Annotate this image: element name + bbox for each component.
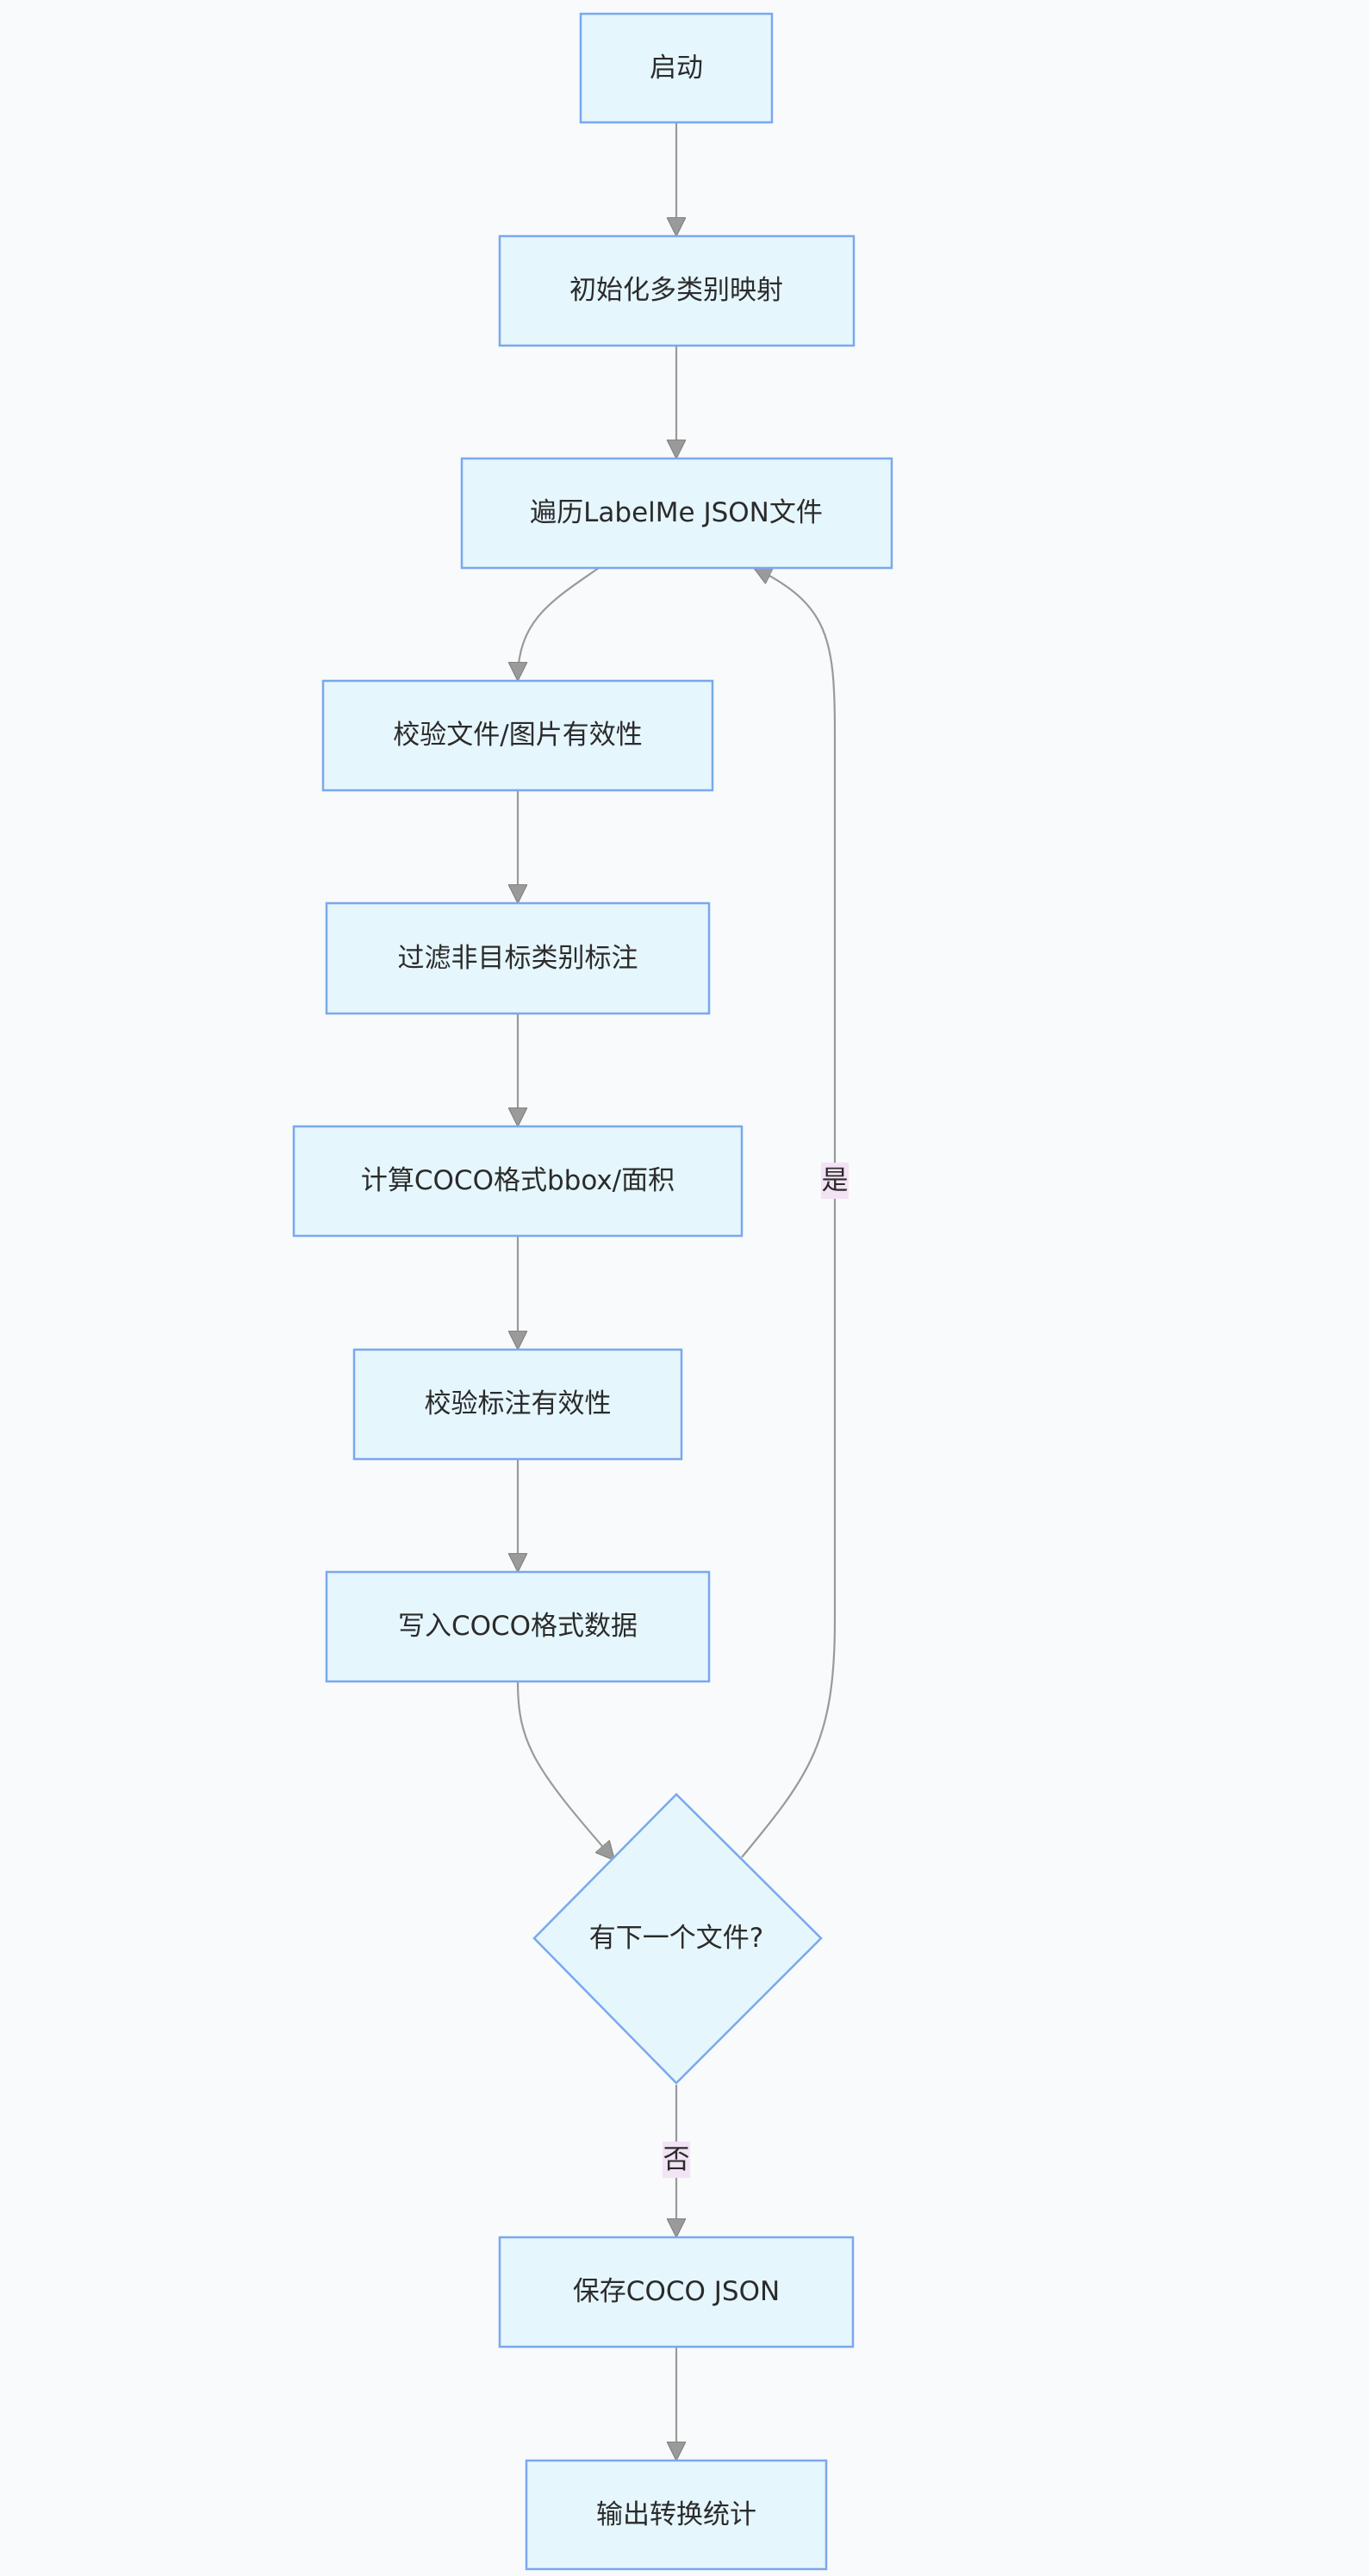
node-next-file-decision-label: 有下一个文件? (589, 1923, 763, 1954)
node-compute-bbox-area: 计算COCO格式bbox/面积 (292, 1125, 744, 1238)
node-init-mapping-label: 初始化多类别映射 (569, 275, 783, 306)
edge-label-yes-text: 是 (822, 1165, 849, 1196)
node-compute-bbox-area-label: 计算COCO格式bbox/面积 (361, 1165, 675, 1196)
node-iterate-files: 遍历LabelMe JSON文件 (460, 457, 893, 570)
node-output-stats-label: 输出转换统计 (596, 2499, 756, 2530)
node-write-coco: 写入COCO格式数据 (325, 1570, 711, 1683)
edge-label-no: 否 (663, 2142, 690, 2178)
node-next-file-decision: 有下一个文件? (532, 1793, 823, 2085)
node-write-coco-label: 写入COCO格式数据 (398, 1611, 638, 1642)
node-validate-file-image-label: 校验文件/图片有效性 (393, 720, 642, 751)
edge-label-yes: 是 (821, 1163, 849, 1199)
edge-write-to-decision (516, 1681, 613, 1859)
node-validate-annotation-label: 校验标注有效性 (425, 1388, 612, 1419)
node-init-mapping: 初始化多类别映射 (498, 234, 856, 347)
node-save-coco-json-label: 保存COCO JSON (573, 2276, 780, 2307)
node-save-coco-json: 保存COCO JSON (498, 2236, 855, 2348)
edges (516, 122, 837, 2459)
edge-iterate-to-validate-file (518, 567, 600, 679)
node-iterate-files-label: 遍历LabelMe JSON文件 (530, 497, 823, 528)
node-validate-file-image: 校验文件/图片有效性 (321, 679, 714, 792)
node-filter-labels-label: 过滤非目标类别标注 (398, 943, 638, 974)
edge-decision-yes-loop (741, 568, 837, 1858)
edge-label-no-text: 否 (663, 2144, 690, 2175)
node-filter-labels: 过滤非目标类别标注 (325, 901, 711, 1015)
node-start: 启动 (579, 12, 774, 124)
node-output-stats: 输出转换统计 (525, 2459, 828, 2571)
node-start-label: 启动 (650, 53, 703, 84)
node-validate-annotation: 校验标注有效性 (352, 1348, 683, 1461)
